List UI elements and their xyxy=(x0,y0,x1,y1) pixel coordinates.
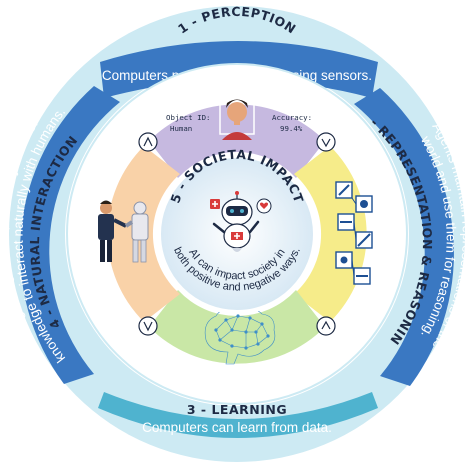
arrow-top-left-icon xyxy=(138,132,158,152)
human-figure-icon xyxy=(98,200,127,262)
banner-right xyxy=(354,88,454,386)
arrow-markers xyxy=(138,132,336,336)
object-id-value: Human xyxy=(170,124,192,133)
medical-cross-icon xyxy=(210,199,220,209)
perception-illustration: Object ID: Human Accuracy: 99.4% xyxy=(166,93,312,140)
brain-network-icon xyxy=(204,307,276,365)
accuracy-label: Accuracy: xyxy=(272,113,312,122)
arrow-bottom-right-icon xyxy=(316,316,336,336)
arrow-bottom-left-icon xyxy=(138,316,158,336)
cube-network-icon xyxy=(335,181,373,285)
title-learning: 3 - LEARNING xyxy=(187,402,287,417)
robot-figure-icon xyxy=(124,201,149,263)
arrow-top-right-icon xyxy=(316,132,336,152)
banner-bottom-text: Computers can learn from data. xyxy=(142,420,332,435)
banner-bottom xyxy=(98,392,378,438)
handshake-illustration xyxy=(98,200,149,263)
face-scan-icon xyxy=(219,93,255,140)
accuracy-value: 99.4% xyxy=(280,124,303,133)
quadrant-learning xyxy=(149,290,325,364)
banner-left xyxy=(20,86,120,384)
heart-bubble-icon xyxy=(256,198,272,214)
robot-mascot-icon xyxy=(212,191,260,252)
quadrant-perception xyxy=(149,104,325,178)
object-id-label: Object ID: xyxy=(166,113,211,122)
